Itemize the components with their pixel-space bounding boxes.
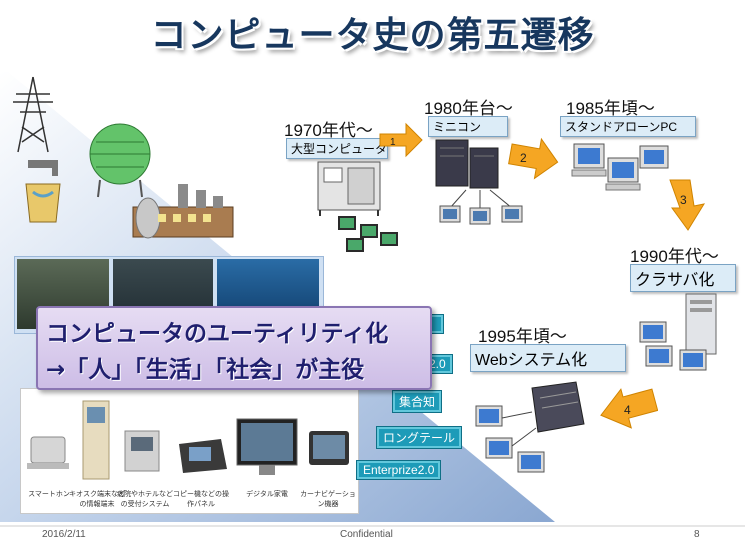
footer-page-number: 8 <box>694 529 700 540</box>
step-label: 3 <box>680 193 687 207</box>
standalone-pc-icon <box>571 143 669 191</box>
arrow-step-4: 4 <box>600 388 658 429</box>
terminal-icon <box>338 216 356 230</box>
reception-terminal-icon <box>124 430 160 472</box>
client-pc-icon <box>485 437 513 459</box>
terminal-icon <box>380 232 398 246</box>
gas-tank-icon <box>89 123 151 198</box>
device-images <box>27 400 349 480</box>
web-server-icon <box>531 381 585 433</box>
pc-icon <box>605 157 641 191</box>
terminal-icon <box>360 224 378 238</box>
client-pc-icon <box>475 405 503 427</box>
arrow-step-2: 2 <box>508 137 559 180</box>
step-label: 2 <box>520 151 527 165</box>
era-system-1970: 大型コンピュータ <box>286 138 388 159</box>
era-period-1985: 1985年頃～ <box>566 99 655 118</box>
server-icon <box>685 293 717 355</box>
era-period-1970: 1970年代～ <box>284 121 373 140</box>
banner-line-2: →「人」「生活」「社会」が主役 <box>46 357 365 383</box>
side-button-enterprise20[interactable]: Enterprize2.0 <box>356 460 442 480</box>
client-pc-icon <box>679 349 707 371</box>
step-label: 4 <box>624 403 631 417</box>
device-label: 病院やホテルなどの受付システム <box>117 491 173 508</box>
device-panel: スマートホン キオスク端末などの情報端末 病院やホテルなどの受付システム コピー… <box>20 388 359 514</box>
terminal-icon <box>346 238 364 252</box>
client-pc-icon <box>517 451 545 473</box>
minicomputer-icon <box>435 139 523 225</box>
utility-banner: コンピュータのユーティリティ化 →「人」「生活」「社会」が主役 <box>36 306 432 390</box>
era-system-1985: スタンドアローンPC <box>560 116 696 137</box>
kiosk-icon <box>82 400 110 480</box>
era-system-1980: ミニコン <box>428 116 508 137</box>
utility-icons <box>13 76 234 239</box>
era-system-1990: クラサバ化 <box>630 264 736 292</box>
client-pc-icon <box>645 345 673 367</box>
workstation-icon <box>501 205 523 223</box>
car-navigation-icon <box>309 431 349 465</box>
workstation-icon <box>439 205 461 223</box>
device-label: デジタル家電 <box>246 491 288 498</box>
arrow-step-1: 1 <box>379 122 423 158</box>
client-pc-icon <box>639 321 667 343</box>
page-title: コンピュータ史の第五遷移 <box>150 15 595 56</box>
side-button-collective-intelligence[interactable]: 集合知 <box>392 390 443 413</box>
footer-date: 2016/2/11 <box>42 529 86 540</box>
step-label: 1 <box>390 137 396 148</box>
device-label: カーナビゲーション機器 <box>300 491 356 508</box>
mainframe-icon <box>317 161 398 252</box>
footer-confidential: Confidential <box>340 529 393 540</box>
copier-panel-icon <box>179 439 227 473</box>
side-button-long-tail[interactable]: ロングテール <box>376 426 463 449</box>
device-label: キオスク端末などの情報端末 <box>69 491 125 508</box>
era-period-1990: 1990年代～ <box>630 247 719 266</box>
factory-icon <box>132 184 234 239</box>
web-system-icon <box>475 381 585 473</box>
era-period-1995: 1995年頃～ <box>478 327 567 346</box>
power-tower-icon <box>13 76 53 153</box>
water-faucet-icon <box>25 160 61 223</box>
device-label: スマートホン <box>28 491 70 498</box>
pc-icon <box>639 145 669 169</box>
pc-icon <box>571 143 607 177</box>
arrow-step-3: 3 <box>669 179 706 231</box>
client-server-icon <box>639 293 717 371</box>
workstation-icon <box>469 207 491 225</box>
smartphone-icon <box>27 436 69 469</box>
device-label: コピー機などの操作パネル <box>173 491 229 508</box>
era-system-1995: Webシステム化 <box>470 344 626 372</box>
digital-tv-icon <box>236 418 298 475</box>
banner-line-1: コンピュータのユーティリティ化 <box>46 321 389 347</box>
era-period-1980: 1980年台～ <box>424 99 513 118</box>
